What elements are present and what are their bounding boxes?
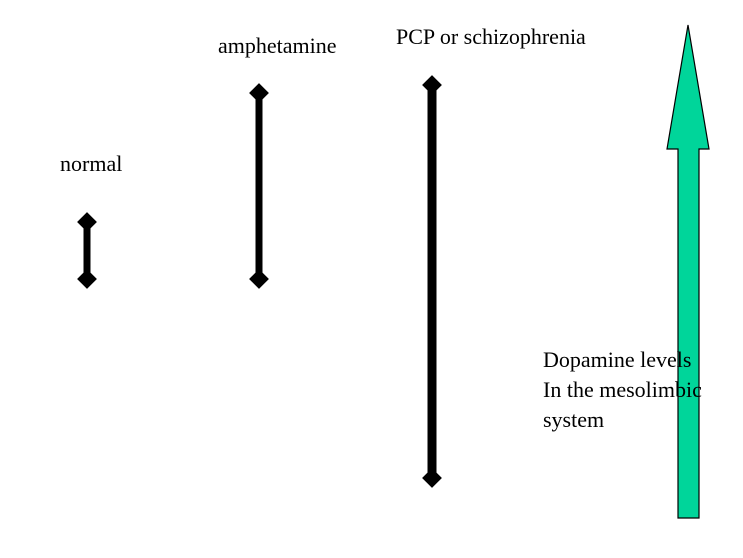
normal-bar xyxy=(77,212,97,289)
dopamine-caption: Dopamine levels In the mesolimbic system xyxy=(543,345,702,435)
amphetamine-label: amphetamine xyxy=(218,33,337,58)
pcp-bar-top-marker xyxy=(422,75,442,95)
caption-line-1: Dopamine levels xyxy=(543,347,692,372)
caption-line-2: In the mesolimbic xyxy=(543,377,702,402)
normal-label: normal xyxy=(60,151,123,176)
dopamine-arrow xyxy=(666,24,710,519)
pcp-schizophrenia-label: PCP or schizophrenia xyxy=(396,24,586,49)
amphetamine-bar-bottom-marker xyxy=(249,269,269,289)
normal-bar-top-marker xyxy=(77,212,97,232)
normal-bar-bottom-marker xyxy=(77,269,97,289)
caption-line-3: system xyxy=(543,407,605,432)
pcp-bar-bottom-marker xyxy=(422,468,442,488)
amphetamine-bar-top-marker xyxy=(249,83,269,103)
amphetamine-bar xyxy=(249,83,269,289)
pcp-bar xyxy=(422,75,442,488)
